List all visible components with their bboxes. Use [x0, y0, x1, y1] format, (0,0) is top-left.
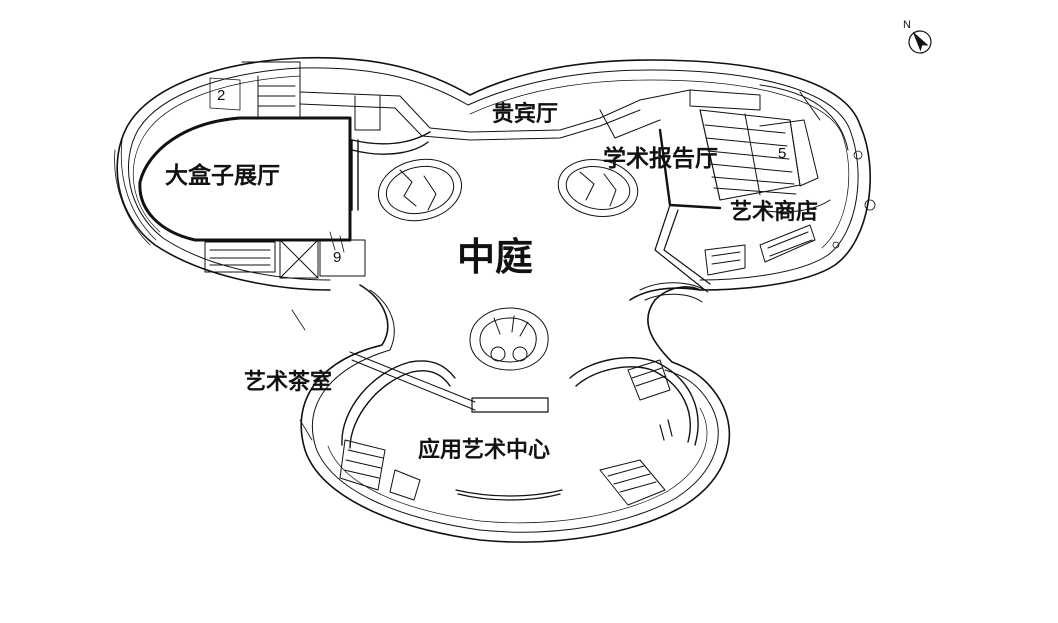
- north-label: N: [903, 19, 911, 31]
- top-corridor-details: [299, 89, 691, 141]
- tea-room-label: 艺术茶室: [244, 370, 333, 395]
- lecture-hall-label: 学术报告厅: [603, 146, 718, 172]
- right-passage: [654, 204, 711, 291]
- left-outer-path: [114, 139, 157, 246]
- lower-building-outline: [300, 284, 731, 543]
- atrium-curved-wall: [351, 131, 431, 211]
- atrium-right-sculpture: [557, 159, 639, 217]
- applied-art-center-walls: [341, 356, 699, 449]
- tea-room-divider: [349, 351, 476, 411]
- lower-building-inner-outline: [311, 289, 719, 533]
- lecture-hall-right-wall: [759, 84, 849, 151]
- applied-art-center-label: 应用艺术中心: [418, 438, 551, 463]
- atrium-label: 中庭: [457, 235, 534, 279]
- room-number-9: 9: [333, 249, 342, 266]
- big-box-hall-walls: [138, 116, 352, 242]
- big-box-hall-label: 大盒子展厅: [165, 163, 280, 189]
- big-box-hall-stair-bottom: [204, 239, 366, 279]
- lower-building-third-outline: [327, 407, 708, 524]
- room-number-5: 5: [778, 145, 787, 162]
- upper-building-third-outline: [132, 75, 850, 249]
- atrium-fountain: [469, 307, 549, 371]
- applied-art-center-stairs: [339, 359, 671, 506]
- upper-building-outline: [116, 56, 871, 301]
- north-arrow-icon: [908, 30, 932, 54]
- room-number-2: 2: [217, 87, 226, 104]
- big-box-hall-stair-top: [241, 61, 301, 119]
- plan-details: [209, 77, 876, 441]
- right-connector: [639, 282, 709, 303]
- applied-art-center-displays: [455, 397, 673, 501]
- art-shop-label: 艺术商店: [730, 200, 819, 225]
- atrium-left-sculpture: [377, 158, 463, 222]
- upper-building-inner-outline: [127, 67, 859, 281]
- art-shop-fixtures: [704, 199, 831, 276]
- vip-room-label: 贵宾厅: [492, 102, 559, 127]
